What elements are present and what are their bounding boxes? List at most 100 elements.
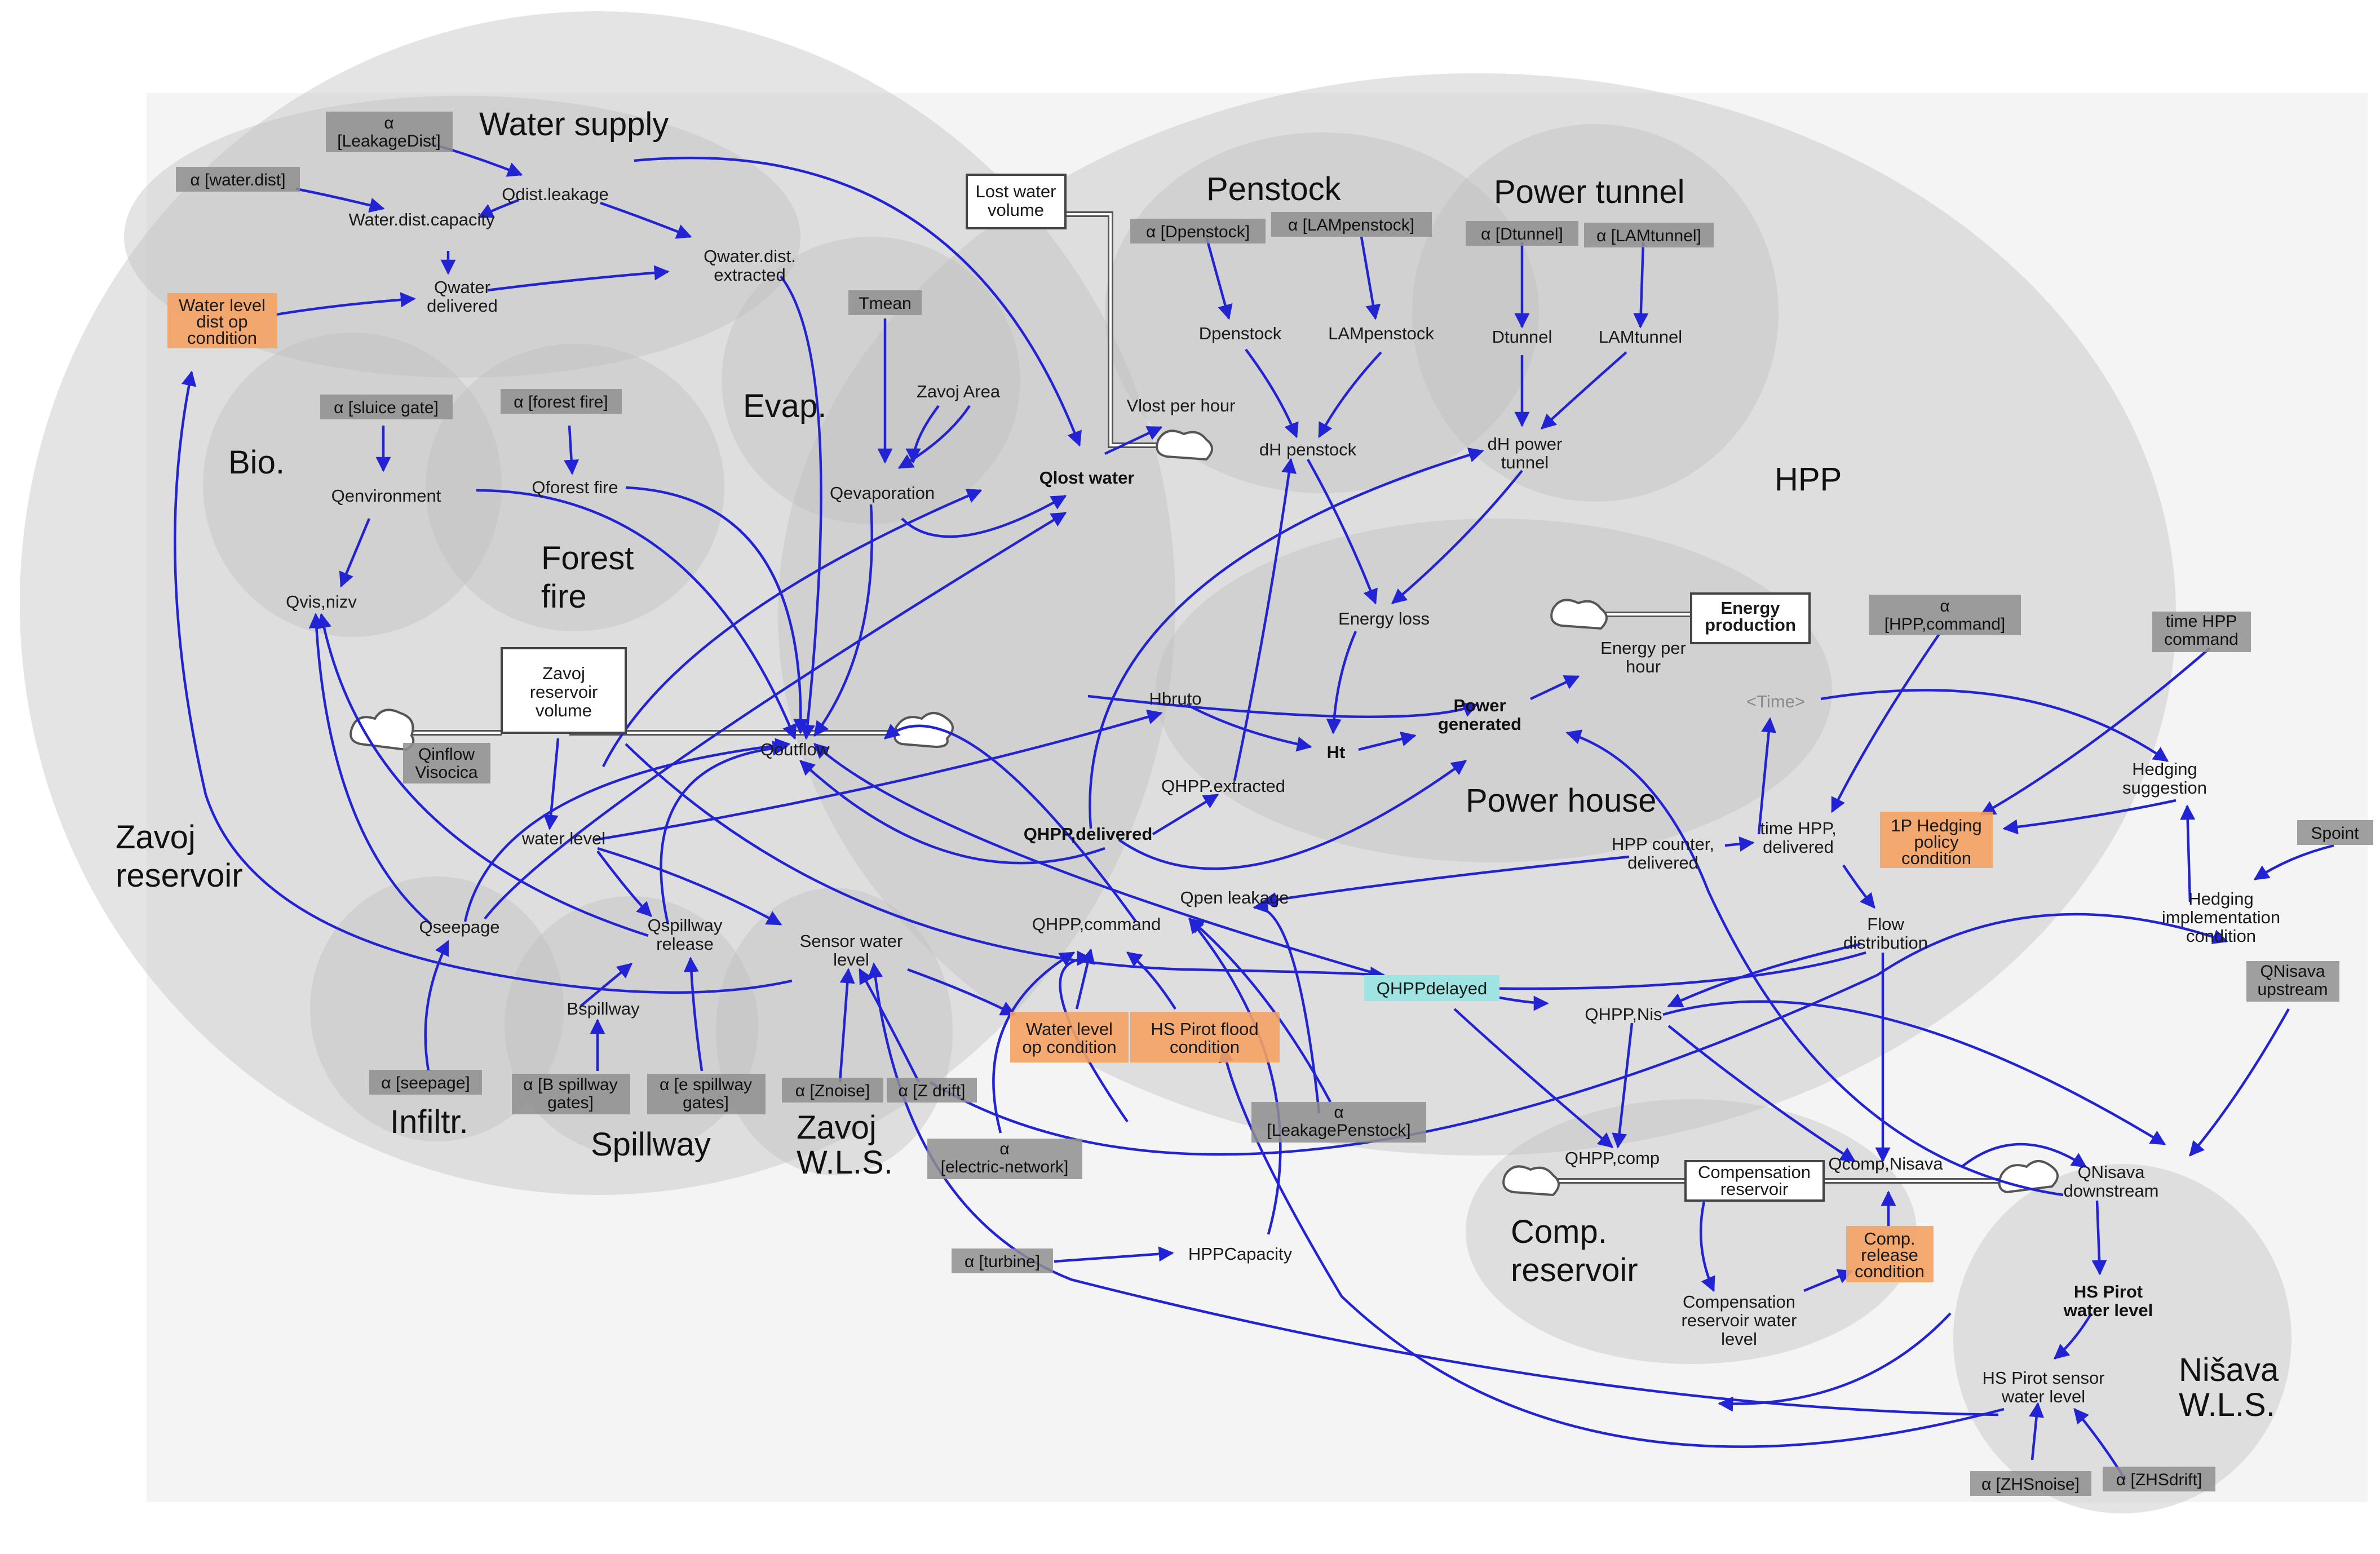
param-lamtunnel-box: [1584, 223, 1714, 247]
var-qhpp-delayed-box: [1364, 975, 1499, 1001]
reservoir-source-cloud: [350, 709, 415, 751]
label-comp-reservoir: Comp.reservoir: [1511, 1214, 1638, 1289]
param-zdrift-box: [887, 1078, 977, 1103]
var-qlost-water: Qlost water: [1039, 468, 1135, 488]
var-time: <Time>: [1746, 692, 1805, 711]
lost-water-cloud: [1156, 430, 1213, 461]
var-qhpp-delivered: QHPP,delivered: [1024, 824, 1153, 844]
stock-energy-production-box: [1690, 592, 1811, 644]
var-lampenstock: LAMpenstock: [1328, 324, 1434, 343]
var-qhpp-delayed: QHPPdelayed: [1377, 979, 1487, 998]
region-hpp: [778, 73, 2176, 1155]
var-dh-penstock: dH penstock: [1259, 440, 1357, 459]
param-e-spillway-box: [647, 1074, 766, 1114]
param-lampenstock: α [LAMpenstock]: [1288, 216, 1414, 234]
param-turbine: α [turbine]: [965, 1252, 1040, 1271]
label-penstock: Penstock: [1206, 171, 1342, 207]
param-b-spillway-box: [512, 1074, 630, 1114]
flows: [350, 211, 2059, 1197]
causal-links: [174, 142, 2334, 1481]
param-leakage-dist-box: [326, 112, 453, 152]
param-electric-network: α[electric-network]: [941, 1140, 1069, 1176]
variables: Qdist.leakage Water.dist.capacity Qwater…: [286, 184, 2280, 1406]
var-hbruto: Hbruto: [1149, 689, 1201, 709]
var-qoutflow: Qoutflow: [760, 740, 830, 759]
param-zhs-drift: α [ZHSdrift]: [2116, 1471, 2202, 1489]
param-dtunnel: α [Dtunnel]: [1481, 225, 1563, 243]
var-qhpp-extracted: QHPP.extracted: [1161, 776, 1285, 796]
var-qenvironment: Qenvironment: [331, 486, 441, 506]
diagram-frame: [147, 93, 2368, 1502]
var-qforest-fire: Qforest fire: [532, 477, 618, 497]
var-ht: Ht: [1327, 742, 1346, 762]
cond-water-level-dist-box: [167, 293, 277, 348]
param-water-dist-box: [176, 167, 300, 192]
region-evap: [722, 237, 1020, 524]
regions: [20, 11, 2291, 1513]
param-znoise: α [Znoise]: [795, 1082, 870, 1100]
stock-zavoj-reservoir-volume-box: [501, 647, 627, 734]
label-water-supply: Water supply: [479, 106, 669, 143]
var-hpp-capacity: HPPCapacity: [1188, 1244, 1293, 1264]
param-lamtunnel: α [LAMtunnel]: [1596, 227, 1701, 245]
param-turbine-box: [952, 1248, 1053, 1273]
cond-hedging-policy-box: [1880, 812, 1993, 868]
param-electric-network-box: [927, 1139, 1082, 1179]
param-qinflow-box: [403, 743, 490, 783]
param-hpp-command-box: [1869, 595, 2021, 635]
param-leakage-dist: α[LeakageDist]: [337, 114, 440, 150]
param-zhs-drift-box: [2103, 1467, 2215, 1491]
param-leakage-penstock: α[LeakagePenstock]: [1267, 1103, 1410, 1140]
param-sluice-gate-box: [320, 395, 453, 419]
param-zdrift: α [Z drift]: [898, 1082, 965, 1100]
var-lamtunnel: LAMtunnel: [1599, 327, 1682, 347]
region-nisava-wls: [1953, 1164, 2291, 1513]
param-dpenstock: α [Dpenstock]: [1146, 223, 1250, 241]
var-dpenstock: Dpenstock: [1199, 324, 1282, 343]
cond-hs-pirot-flood-box: [1130, 1012, 1280, 1062]
region-power-tunnel: [1412, 124, 1779, 502]
param-znoise-box: [782, 1078, 883, 1103]
var-water-level: water level: [521, 829, 605, 848]
param-forest-fire-box: [501, 389, 622, 414]
param-qnisava-upstream-box: [2246, 961, 2339, 1002]
param-zhs-noise: α [ZHSnoise]: [1981, 1475, 2080, 1494]
param-seepage-box: [369, 1070, 482, 1095]
energy-source-cloud: [1550, 599, 1608, 630]
param-leakage-penstock-box: [1251, 1102, 1426, 1143]
param-lampenstock-box: [1271, 212, 1432, 237]
label-hpp: HPP: [1775, 461, 1842, 498]
param-spoint: Spoint: [2311, 824, 2359, 843]
var-dtunnel: Dtunnel: [1492, 327, 1552, 347]
param-tmean-box: [848, 290, 922, 315]
var-qevaporation: Qevaporation: [830, 483, 935, 503]
region-zavoj-wls: [716, 888, 953, 1175]
stock-lost-water-volume-box: [966, 174, 1067, 229]
cond-comp-release-box: [1846, 1226, 1934, 1282]
comp-source-cloud: [1502, 1165, 1560, 1197]
